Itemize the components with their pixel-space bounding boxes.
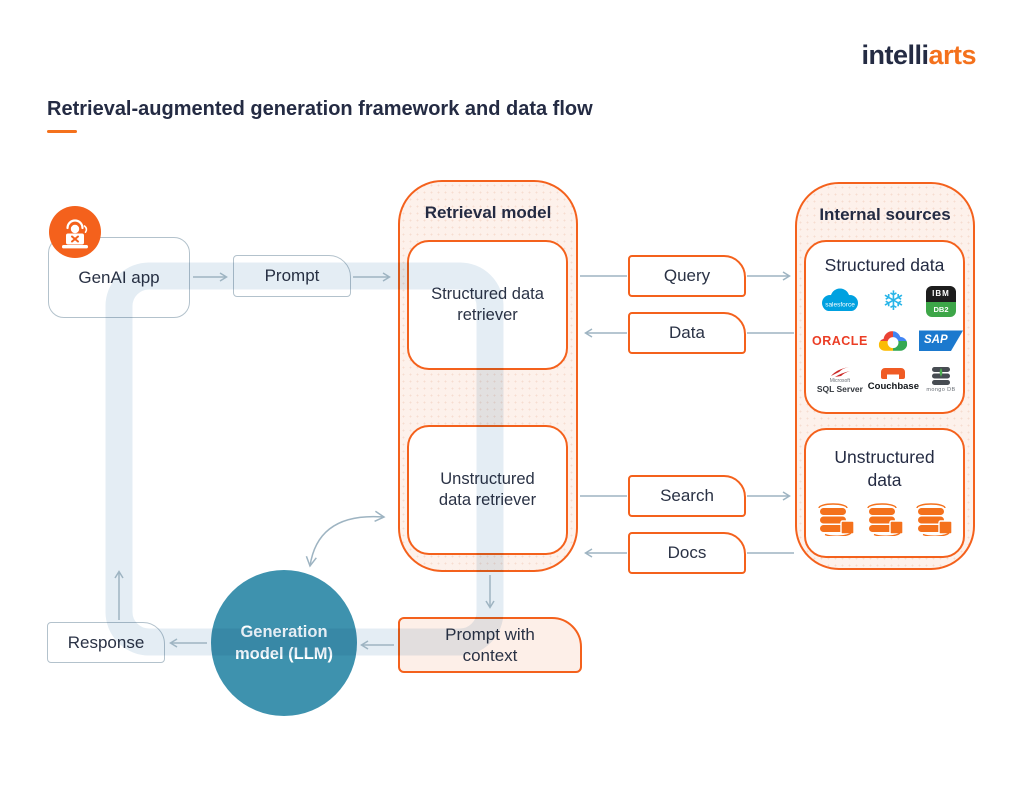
internal-sources-title: Internal sources	[819, 205, 951, 224]
sql-server-icon	[830, 367, 850, 378]
google-cloud-logo	[877, 329, 909, 353]
vendor-logo-grid: salesforce ❄ IBM DB2 ORACLE	[812, 281, 963, 399]
page-title: Retrieval-augmented generation framework…	[47, 98, 593, 120]
structured-data-sources-box: Structured data salesforce ❄	[804, 240, 965, 414]
database-stack-icon	[817, 502, 855, 536]
response-label: Response	[67, 632, 145, 652]
prompt-with-context-node: Prompt with context	[398, 617, 582, 673]
prompt-label: Prompt	[264, 266, 320, 286]
search-label: Search	[660, 486, 714, 506]
database-stack-icon	[915, 502, 953, 536]
sap-logo: SAP	[919, 330, 963, 352]
microsoft-label: Microsoft	[829, 378, 851, 385]
structured-data-title: Structured data	[824, 255, 945, 275]
structured-data-retriever-node: Structured data retriever	[407, 240, 568, 370]
retrieval-model-title: Retrieval model	[424, 203, 552, 222]
couchbase-label: Couchbase	[867, 381, 919, 393]
data-label: Data	[669, 323, 705, 343]
generation-model-node: Generation model (LLM)	[211, 570, 357, 716]
svg-text:salesforce: salesforce	[825, 302, 855, 309]
oracle-wordmark: ORACLE	[812, 333, 868, 348]
unstructured-data-retriever-node: Unstructured data retriever	[407, 425, 568, 555]
salesforce-logo: salesforce	[816, 286, 864, 316]
intelliarts-logo: intelliarts	[861, 40, 976, 71]
retrieval-model-panel: Retrieval model Structured data retrieve…	[398, 180, 578, 572]
ibm-label: IBM	[926, 285, 956, 303]
user-laptop-icon	[49, 206, 101, 258]
sql-server-logo: Microsoft SQL Server	[817, 365, 863, 394]
sql-server-label: SQL Server	[816, 384, 863, 395]
user-laptop-icon-svg	[62, 219, 88, 249]
structured-retriever-label: Structured data retriever	[431, 284, 544, 324]
docs-label: Docs	[667, 543, 707, 563]
logo-text-arts: arts	[928, 40, 976, 70]
prompt-with-context-label: Prompt with context	[445, 624, 535, 665]
couchbase-logo: Couchbase	[868, 367, 919, 392]
database-stack-icon	[866, 502, 904, 536]
snowflake-logo: ❄	[882, 285, 905, 316]
snowflake-icon: ❄	[882, 285, 905, 316]
docs-node: Docs	[628, 532, 746, 574]
unstructured-data-sources-box: Unstructured data	[804, 428, 965, 558]
logo-text-intelli: intelli	[861, 40, 929, 70]
db2-label: DB2	[926, 302, 956, 317]
google-cloud-icon	[879, 331, 908, 351]
mongodb-icon	[932, 366, 950, 385]
unstructured-data-title: Unstructured data	[834, 447, 935, 490]
oracle-logo: ORACLE	[812, 335, 868, 348]
query-label: Query	[663, 266, 711, 286]
sap-badge: SAP	[919, 330, 963, 352]
response-node: Response	[47, 622, 165, 663]
ibm-db2-badge: IBM DB2	[926, 285, 956, 317]
query-node: Query	[628, 255, 746, 297]
search-node: Search	[628, 475, 746, 517]
mongodb-logo: mongo DB	[926, 366, 955, 394]
title-underline	[47, 130, 77, 133]
internal-sources-panel: Internal sources Structured data salesfo…	[795, 182, 975, 570]
genai-app-label: GenAI app	[78, 267, 160, 287]
unstructured-retriever-label: Unstructured data retriever	[438, 469, 537, 509]
prompt-node: Prompt	[233, 255, 351, 297]
unstructured-db-icons	[806, 502, 963, 536]
data-node: Data	[628, 312, 746, 354]
mongodb-label: mongo DB	[926, 386, 956, 393]
salesforce-cloud-icon: salesforce	[821, 288, 858, 312]
ibm-db2-logo: IBM DB2	[926, 285, 956, 317]
generation-model-label: Generation model (LLM)	[234, 622, 334, 663]
couchbase-icon	[881, 368, 906, 380]
